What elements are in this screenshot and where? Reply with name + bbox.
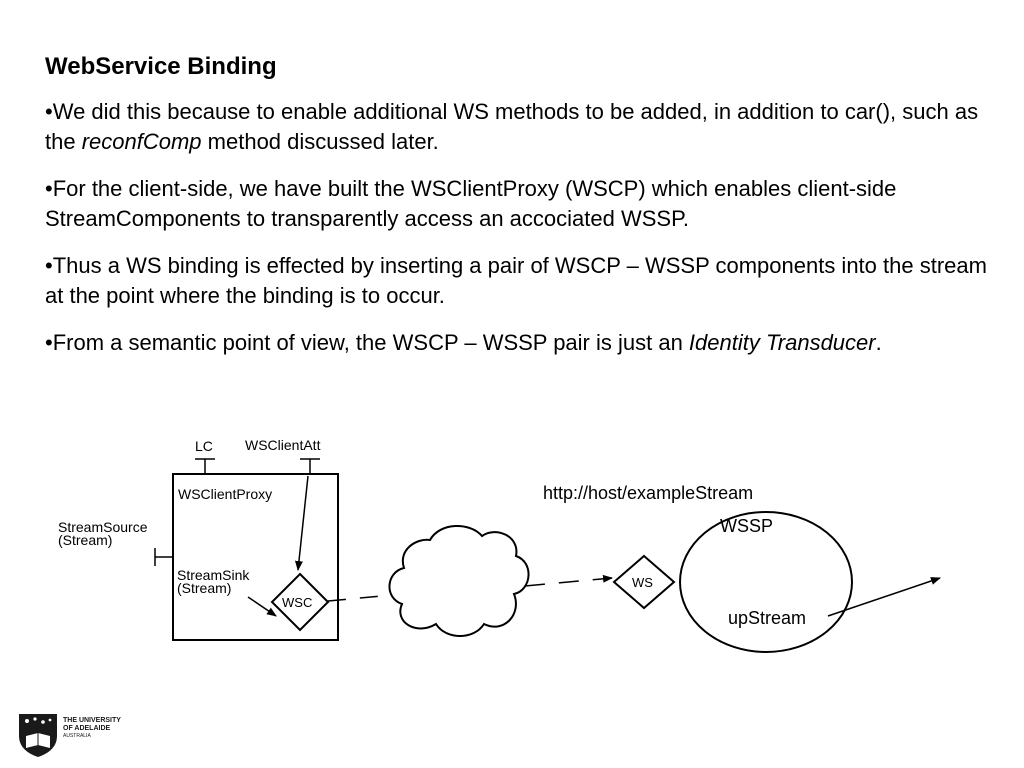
bullet-text: •We did this because to enable additiona… [45,99,979,154]
bullet-text: •Thus a WS binding is effected by insert… [45,253,987,308]
crest-star [41,720,45,724]
ws-diamond [612,554,676,610]
bullet-text-tail: . [875,330,882,355]
ws-label: WS [632,575,653,590]
cloud-to-ws-link [524,574,613,587]
upstream-label: upStream [728,608,806,628]
wssp-ellipse [679,511,853,653]
crest-star [25,719,29,723]
bullet-item: •For the client-side, we have built the … [45,174,1005,234]
logo-line1: THE UNIVERSITY [63,717,121,724]
bullet-emphasis: Identity Transducer [688,330,876,355]
bullet-item: •Thus a WS binding is effected by insert… [45,251,1005,311]
wsc-label: WSC [282,595,312,610]
upstream-arrow [827,577,941,617]
bullet-item: •We did this because to enable additiona… [45,97,1005,157]
logo-line2: OF ADELAIDE [63,725,111,732]
url-label: http://host/exampleStream [543,483,753,503]
wssp-label: WSSP [720,516,773,536]
bullet-text-tail: method discussed later. [201,129,439,154]
streamsource-label-line2: (Stream) [58,532,112,548]
bullet-text: •For the client-side, we have built the … [45,176,897,231]
slide-title: WebService Binding [45,53,277,80]
crest-star [48,718,52,722]
bullet-text: •From a semantic point of view, the WSCP… [45,330,689,355]
wsclientproxy-label: WSClientProxy [178,486,272,502]
wsclientatt-to-wsc-arrow [294,475,309,571]
logo-line3: AUSTRALIA [63,733,91,739]
streamsink-to-wsc-arrow [247,596,277,617]
bullet-emphasis: reconfComp [81,129,202,154]
streamsource-label-line1: StreamSource [58,519,148,535]
network-cloud [388,524,530,637]
streamsink-label-line1: StreamSink [177,567,250,583]
bullet-list: •We did this because to enable additiona… [45,97,1005,375]
wsc-diamond [270,572,330,632]
bullet-item: •From a semantic point of view, the WSCP… [45,328,1005,358]
lc-label: LC [195,438,213,454]
wsclientatt-label: WSClientAtt [245,437,321,453]
ws-binding-diagram: WSClientProxy LC WSClientAtt StreamSourc… [58,437,941,653]
streamsink-label-line2: (Stream) [177,580,231,596]
university-logo: THE UNIVERSITY OF ADELAIDE AUSTRALIA [19,714,121,757]
crest-star [33,717,37,721]
wsc-to-cloud-link [327,594,393,602]
